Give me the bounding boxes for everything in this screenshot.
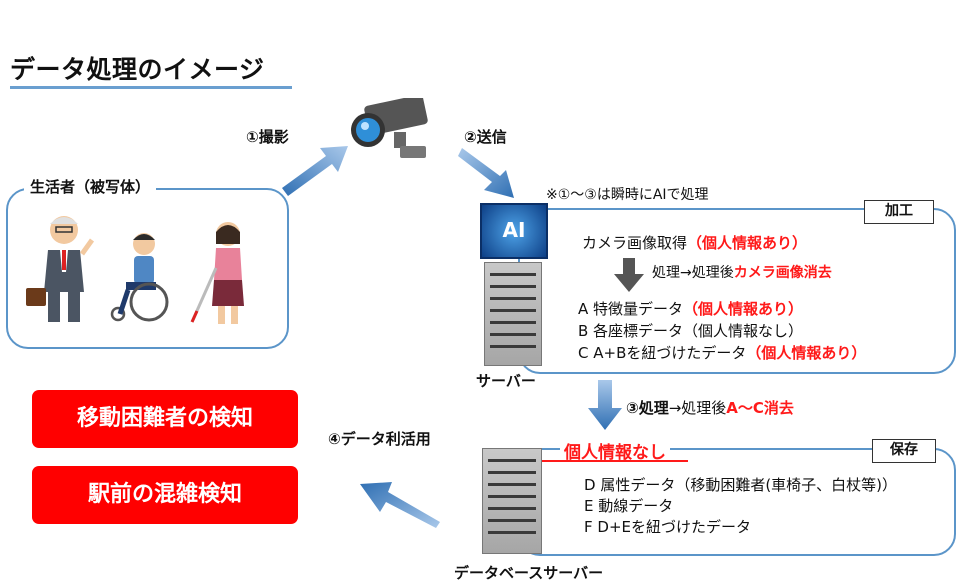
page-title: データ処理のイメージ [10,55,265,84]
processing-item-b-text: B 各座標データ（個人情報なし） [578,322,804,340]
camera-erase-line: 処理→処理後カメラ画像消去 [652,262,832,282]
elderly-man-illustration [26,216,95,322]
camera-erase-red: カメラ画像消去 [733,265,832,281]
storage-item-e: E 動線データ [584,497,674,515]
arrow-capture [282,146,348,196]
use-congestion-detection: 駅前の混雑検知 [32,466,298,524]
server-label: サーバー [476,372,536,390]
processing-item-c: C A+Bを紐づけたデータ（個人情報あり） [578,342,866,363]
title-underline [10,86,292,89]
gray-down-arrow-icon [614,258,644,292]
step-process-label: ③処理→処理後A～C消去 [626,397,794,418]
step-capture-label: ①撮影 [246,128,289,146]
processing-item-a-red: （個人情報あり） [683,300,804,318]
storage-heading-underline [542,460,688,462]
wheelchair-user-illustration [110,233,169,322]
processing-item-c-text: C A+Bを紐づけたデータ [578,344,747,362]
step-process-red: A～C消去 [726,399,794,417]
camera-acquire-line: カメラ画像取得（個人情報あり） [582,232,807,253]
arrow-send [458,148,514,198]
storage-item-f: F D+Eを紐づけたデータ [584,518,751,536]
camera-acquire-red: （個人情報あり） [687,234,808,252]
database-server-icon [482,448,542,554]
processing-item-c-red: （個人情報あり） [746,344,867,362]
camera-erase-text: 処理→処理後 [652,265,734,281]
camera-acquire-text: カメラ画像取得 [582,234,688,252]
step-use-label: ④データ利活用 [328,430,431,448]
arrow-data-use [360,482,440,528]
ai-chip-icon: AI [480,203,548,259]
ai-label: AI [502,218,526,242]
database-server-label: データベースサーバー [454,564,604,582]
processing-item-b: B 各座標データ（個人情報なし） [578,320,803,341]
processing-tag: 加工 [864,200,934,224]
storage-box [518,448,956,556]
storage-tag: 保存 [872,439,936,463]
processing-note: ※①～③は瞬時にAIで処理 [546,187,709,203]
server-icon [484,262,542,366]
arrow-process [588,380,622,430]
step-process-rest: →処理後 [668,399,727,417]
processing-item-a-text: A 特徴量データ [578,300,684,318]
use-mobility-detection: 移動困難者の検知 [32,390,298,448]
step-process-bold: ③処理 [626,399,669,417]
security-camera-icon [351,98,428,158]
subjects-label: 生活者（被写体） [24,176,157,197]
storage-heading: 個人情報なし [560,438,670,463]
step-send-label: ②送信 [464,128,507,146]
processing-item-a: A 特徴量データ（個人情報あり） [578,298,803,319]
processing-box [518,208,956,374]
white-cane-user-illustration [190,222,244,324]
storage-item-d: D 属性データ（移動困難者(車椅子、白杖等)） [584,476,898,494]
